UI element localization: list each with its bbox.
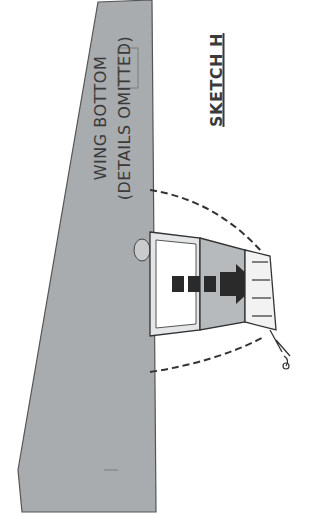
wing-detail xyxy=(104,470,118,471)
gear-detail xyxy=(270,330,290,366)
fuselage-opening xyxy=(150,232,200,336)
arrow-block xyxy=(172,276,184,292)
gear-wheel xyxy=(283,363,289,369)
nose-structure xyxy=(245,250,276,330)
structure-detail xyxy=(252,297,271,298)
structure-detail xyxy=(252,279,270,280)
wing-label: (DETAILS OMITTED) xyxy=(115,36,134,201)
dashed-outline xyxy=(150,338,262,372)
arrow-block xyxy=(188,276,200,292)
sketch-title: SKETCH H xyxy=(207,33,226,127)
arrow-block xyxy=(204,276,216,292)
wing-label: WING BOTTOM xyxy=(91,56,110,180)
wing-shape xyxy=(18,0,156,512)
engine-nacelle xyxy=(134,239,150,261)
structure-detail xyxy=(252,315,272,316)
structure-detail xyxy=(252,261,268,262)
